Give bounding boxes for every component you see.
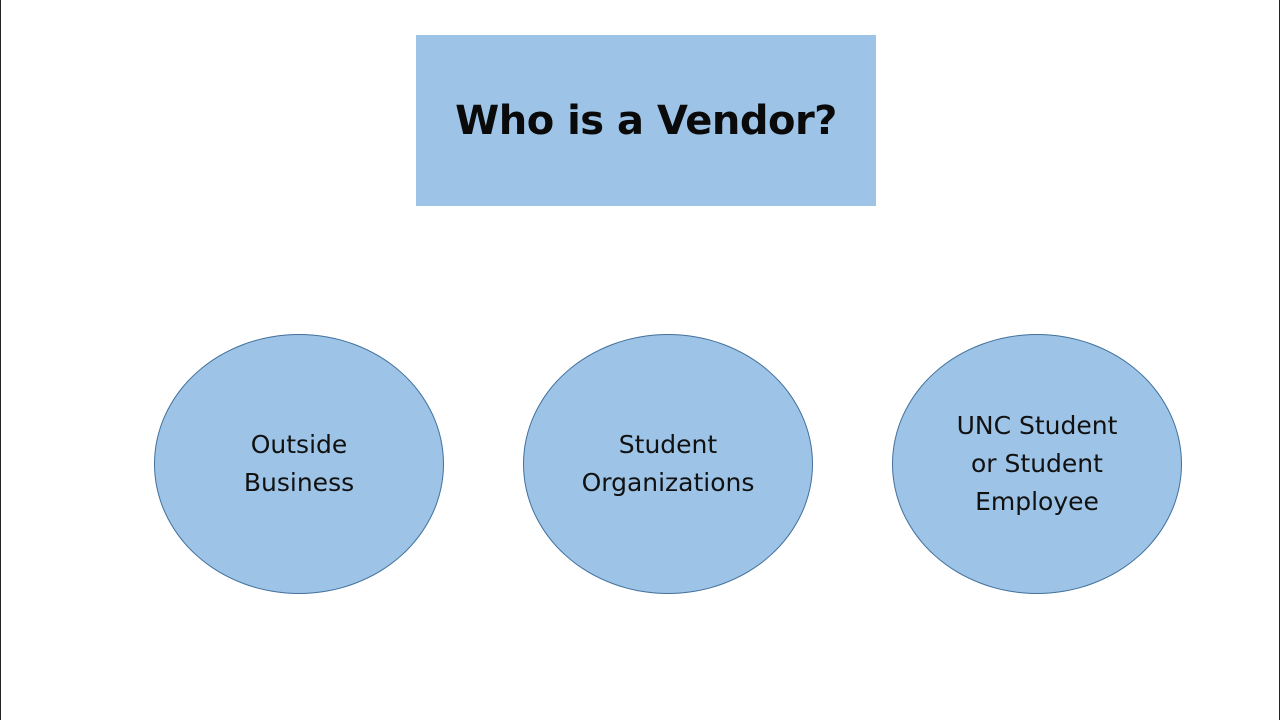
vendor-type-label: Student Organizations (581, 430, 755, 497)
vendor-type-label: Outside Business (243, 430, 355, 497)
vendor-type-unc-student-or-employee: UNC Student or Student Employee (892, 334, 1182, 594)
vendor-type-label: UNC Student or Student Employee (956, 411, 1118, 516)
slide-title: Who is a Vendor? (455, 97, 837, 144)
vendor-type-student-organizations: Student Organizations (523, 334, 813, 594)
vendor-type-outside-business: Outside Business (154, 334, 444, 594)
title-box: Who is a Vendor? (416, 35, 876, 206)
